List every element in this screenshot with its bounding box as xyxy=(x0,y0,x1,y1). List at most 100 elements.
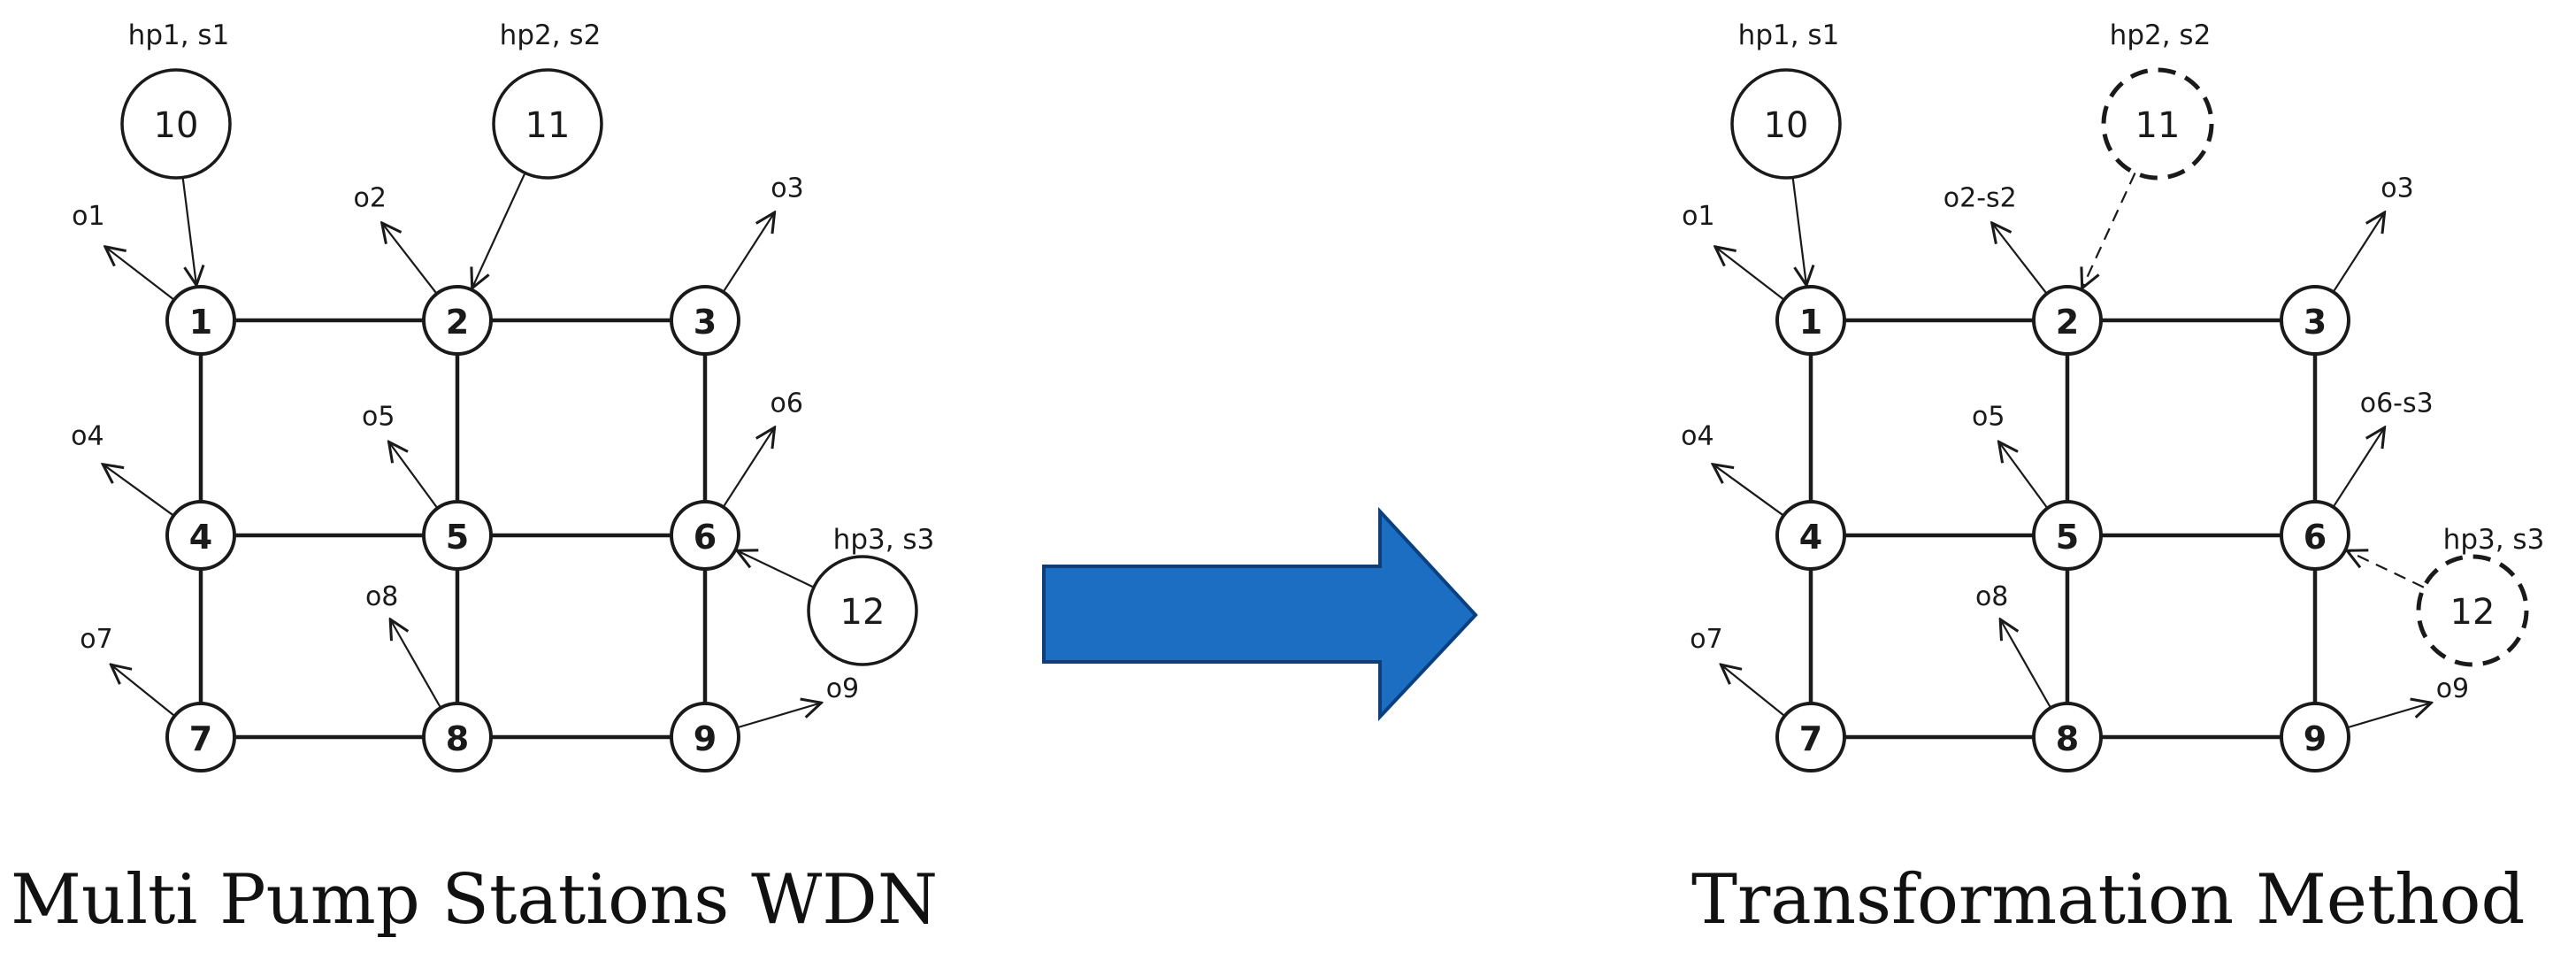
junction-node xyxy=(670,500,740,571)
outlet-label: o1 xyxy=(72,201,104,232)
junction-id: 1 xyxy=(189,303,212,342)
source-node xyxy=(2416,554,2529,667)
source-node xyxy=(2101,67,2214,181)
outlet-label: o4 xyxy=(1681,420,1714,451)
outlet-label: o3 xyxy=(770,173,803,204)
junction-id: 5 xyxy=(446,518,469,557)
outlet-label: o9 xyxy=(826,673,859,704)
source-node xyxy=(1730,68,1842,180)
source-node-id: 10 xyxy=(154,105,199,146)
junction-node xyxy=(422,285,493,356)
junction-node xyxy=(165,285,236,356)
source-feed-arrow xyxy=(2082,172,2136,288)
outlet-label: o7 xyxy=(80,624,112,655)
source-label: hp1, s1 xyxy=(128,19,230,51)
junction-node xyxy=(2032,285,2103,356)
source-label: hp3, s3 xyxy=(2443,524,2545,556)
source-node-id: 11 xyxy=(525,105,571,146)
outlet-arrow xyxy=(103,465,174,517)
junction-node xyxy=(422,702,493,772)
outlet-arrow xyxy=(105,247,175,301)
outlet-arrow xyxy=(1992,223,2048,295)
source-feed-arrow xyxy=(1791,177,1806,286)
outlet-arrow xyxy=(1721,665,1786,718)
junction-id: 9 xyxy=(2304,719,2327,758)
source-feed-arrow xyxy=(181,177,196,286)
source-node-id: 12 xyxy=(2450,592,2496,633)
junction-id: 2 xyxy=(446,303,469,342)
source-node-id: 12 xyxy=(840,592,886,633)
junction-node xyxy=(2032,702,2103,772)
outlet-arrow xyxy=(722,212,775,293)
source-node xyxy=(120,68,232,180)
source-label: hp2, s2 xyxy=(2110,19,2212,51)
source-node-id: 11 xyxy=(2135,105,2181,146)
source-node xyxy=(807,555,918,666)
outlet-label: o8 xyxy=(1975,581,2008,612)
outlet-arrow xyxy=(737,703,821,729)
source-feed-arrow xyxy=(737,550,815,588)
source-feed-arrow xyxy=(2347,550,2425,588)
junction-node xyxy=(2280,285,2350,356)
junction-id: 1 xyxy=(1799,303,1822,342)
junction-node xyxy=(670,702,740,772)
junction-id: 7 xyxy=(189,719,212,758)
source-node xyxy=(492,68,603,180)
outlet-arrow xyxy=(111,665,176,718)
junction-node xyxy=(165,702,236,772)
junction-node xyxy=(2032,500,2103,571)
outlet-label: o6 xyxy=(770,388,802,419)
outlet-arrow xyxy=(390,619,442,709)
outlet-label: o4 xyxy=(71,420,104,451)
junction-id: 8 xyxy=(2056,719,2079,758)
outlet-arrow xyxy=(389,442,439,510)
outlet-label: o3 xyxy=(2380,173,2413,204)
junction-node xyxy=(1775,285,1846,356)
junction-id: 2 xyxy=(2056,303,2079,342)
outlet-arrow xyxy=(382,223,438,295)
source-label: hp1, s1 xyxy=(1738,19,1840,51)
outlet-arrow xyxy=(1713,465,1784,517)
outlet-arrow xyxy=(2347,703,2431,729)
junction-id: 4 xyxy=(189,518,212,557)
junction-id: 8 xyxy=(446,719,469,758)
junction-node xyxy=(2280,500,2350,571)
outlet-label: o2-s2 xyxy=(1944,183,2017,214)
junction-node xyxy=(1775,500,1846,571)
transformation-arrow xyxy=(1042,506,1478,722)
outlet-label: o5 xyxy=(362,402,395,433)
source-feed-arrow xyxy=(472,172,526,288)
junction-node xyxy=(670,285,740,356)
right-network: o1 o2-s2 o3 o4 o5 o6-s3 o7 o8 o9 10 hp1, s1 11 hp2, … xyxy=(1681,19,2545,772)
outlet-arrow xyxy=(2000,619,2052,709)
source-node-id: 10 xyxy=(1764,105,1809,146)
outlet-arrow xyxy=(722,427,775,508)
source-label: hp3, s3 xyxy=(833,524,935,556)
outlet-label: o9 xyxy=(2436,673,2469,704)
junction-node xyxy=(1775,702,1846,772)
junction-node xyxy=(422,500,493,571)
junction-id: 5 xyxy=(2056,518,2079,557)
junction-id: 9 xyxy=(694,719,717,758)
outlet-arrow xyxy=(1999,442,2049,510)
caption-right: Transformation Method xyxy=(1691,860,2526,940)
outlet-label: o1 xyxy=(1682,201,1714,232)
outlet-label: o2 xyxy=(354,183,387,214)
outlet-label: o6-s3 xyxy=(2360,388,2434,419)
outlet-label: o8 xyxy=(365,581,398,612)
outlet-label: o7 xyxy=(1690,624,1722,655)
junction-id: 3 xyxy=(694,303,717,342)
junction-id: 6 xyxy=(694,518,717,557)
junction-id: 3 xyxy=(2304,303,2327,342)
caption-left: Multi Pump Stations WDN xyxy=(11,860,939,940)
junction-node xyxy=(165,500,236,571)
outlet-label: o5 xyxy=(1972,402,2005,433)
junction-id: 6 xyxy=(2304,518,2327,557)
outlet-arrow xyxy=(2332,427,2385,508)
outlet-arrow xyxy=(1715,247,1785,301)
junction-id: 4 xyxy=(1799,518,1822,557)
outlet-arrow xyxy=(2332,212,2385,293)
